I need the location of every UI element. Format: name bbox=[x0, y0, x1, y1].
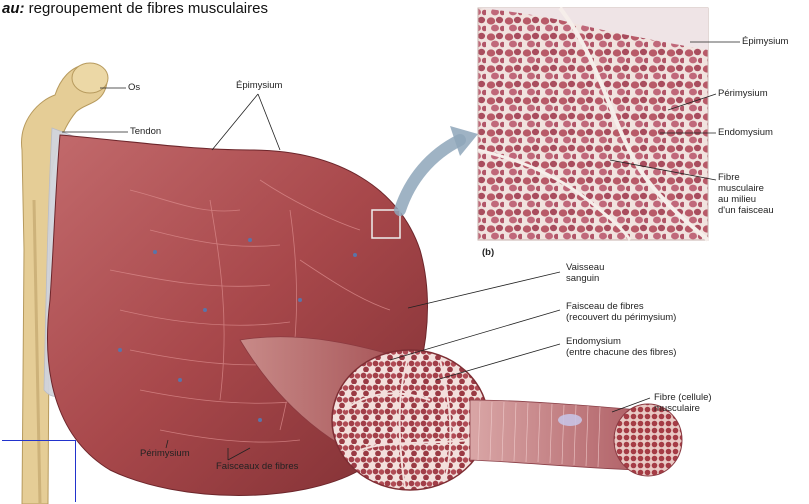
label-perimysium-bottom: Périmysium bbox=[140, 448, 190, 459]
label-perimysium-right: Périmysium bbox=[718, 88, 768, 99]
fiber-nucleus bbox=[558, 414, 582, 426]
label-fibre-center-1: Fibre bbox=[718, 172, 740, 183]
blue-annotation-box bbox=[2, 440, 76, 502]
label-endo-1: Endomysium bbox=[566, 336, 621, 347]
label-endo-2: (entre chacune des fibres) bbox=[566, 347, 676, 358]
label-fibre-cell-1: Fibre (cellule) bbox=[654, 392, 712, 403]
fiber-cross-section bbox=[614, 404, 682, 476]
label-vaisseau-2: sanguin bbox=[566, 273, 599, 284]
label-epimysium-top: Épimysium bbox=[236, 80, 282, 91]
label-fibre-center-4: d'un faisceau bbox=[718, 205, 774, 216]
zoom-arrow bbox=[400, 140, 460, 210]
label-tendon: Tendon bbox=[130, 126, 161, 137]
label-vaisseau-1: Vaisseau bbox=[566, 262, 604, 273]
label-epimysium-right: Épimysium bbox=[742, 36, 788, 47]
label-fibre-cell-2: musculaire bbox=[654, 403, 700, 414]
label-fibre-center-2: musculaire bbox=[718, 183, 764, 194]
label-faisceaux-bottom: Faisceaux de fibres bbox=[216, 461, 298, 472]
label-fibre-center-3: au milieu bbox=[718, 194, 756, 205]
label-os: Os bbox=[128, 82, 140, 93]
fascicle-cross-section bbox=[332, 350, 488, 490]
label-faisceau-1: Faisceau de fibres bbox=[566, 301, 644, 312]
label-micrograph-b: (b) bbox=[482, 247, 494, 258]
label-endomysium-right: Endomysium bbox=[718, 127, 773, 138]
micrograph-panel bbox=[478, 8, 708, 240]
label-faisceau-2: (recouvert du périmysium) bbox=[566, 312, 676, 323]
